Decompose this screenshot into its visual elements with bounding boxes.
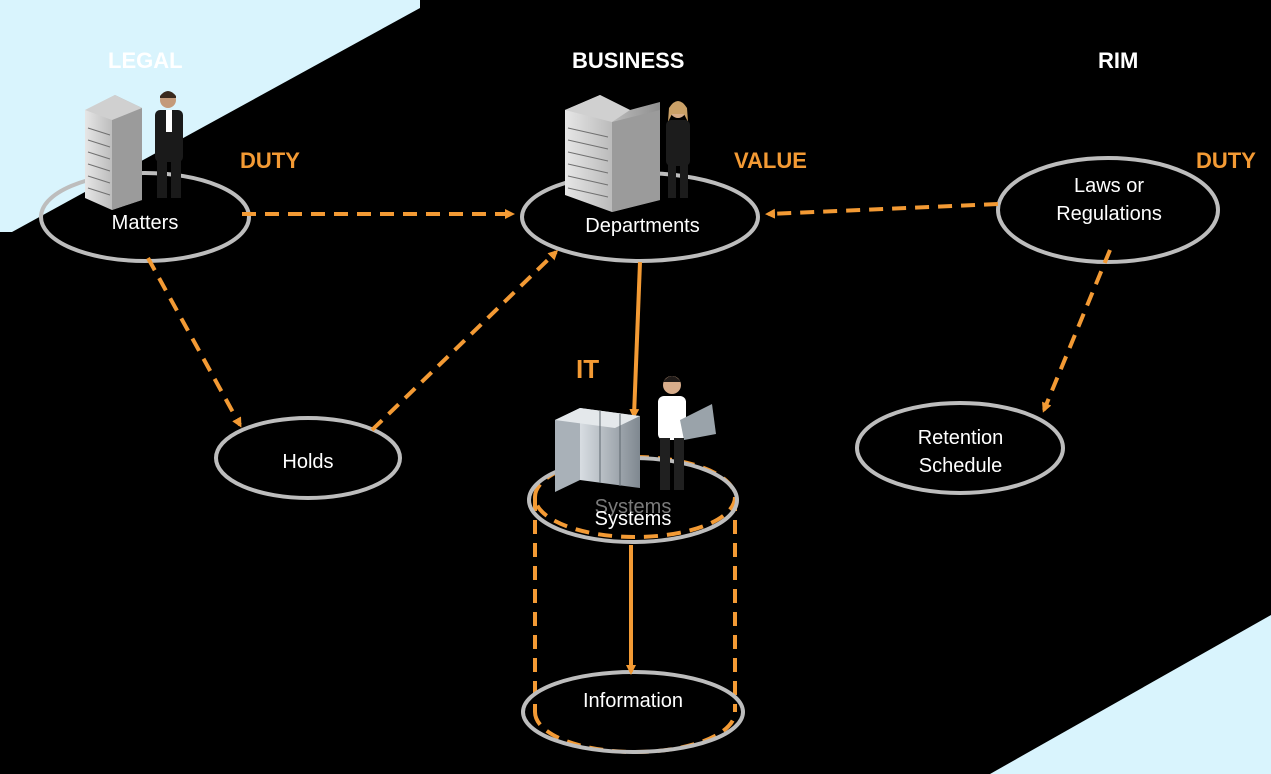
businessman-icon <box>155 91 183 198</box>
corner-decoration-bottom-right <box>990 615 1271 774</box>
it-header: IT <box>576 354 600 384</box>
arrow-laws-to-retention <box>1042 249 1112 413</box>
holds-node <box>214 416 402 500</box>
rim-header: RIM <box>1098 48 1139 73</box>
holds-label: Holds <box>282 451 334 473</box>
server-rack-icon <box>555 408 640 492</box>
retention-label-line1: Retention <box>917 427 1004 449</box>
information-label: Information <box>582 690 684 712</box>
laws-label-line1: Laws or <box>1073 175 1145 197</box>
laws-label-line2: Regulations <box>1056 203 1162 225</box>
retention-node <box>855 401 1065 495</box>
laws-node <box>996 156 1220 264</box>
systems-shadow-label: Systems <box>594 496 672 518</box>
office-building-icon <box>85 95 142 210</box>
retention-label-line2: Schedule <box>918 455 1003 477</box>
arrow-laws-to-departments <box>765 202 999 219</box>
corner-decoration-top-left <box>0 0 420 232</box>
arrow-departments-to-systems <box>629 261 642 419</box>
office-building-icon <box>565 95 660 212</box>
departments-label: Departments <box>585 215 700 237</box>
systems-label: Systems <box>594 508 672 530</box>
arrow-holds-to-departments <box>370 249 559 432</box>
legal-header: LEGAL <box>108 48 183 73</box>
duty-annotation-right: DUTY <box>1196 148 1256 173</box>
businesswoman-icon <box>666 101 690 198</box>
matters-node <box>39 171 251 263</box>
duty-annotation-left: DUTY <box>240 148 300 173</box>
value-annotation: VALUE <box>734 148 807 173</box>
connector-arrows <box>146 202 1112 675</box>
matters-label: Matters <box>111 212 179 234</box>
it-worker-laptop-icon <box>658 376 716 490</box>
arrow-matters-to-holds <box>146 257 242 428</box>
business-header: BUSINESS <box>572 48 685 73</box>
